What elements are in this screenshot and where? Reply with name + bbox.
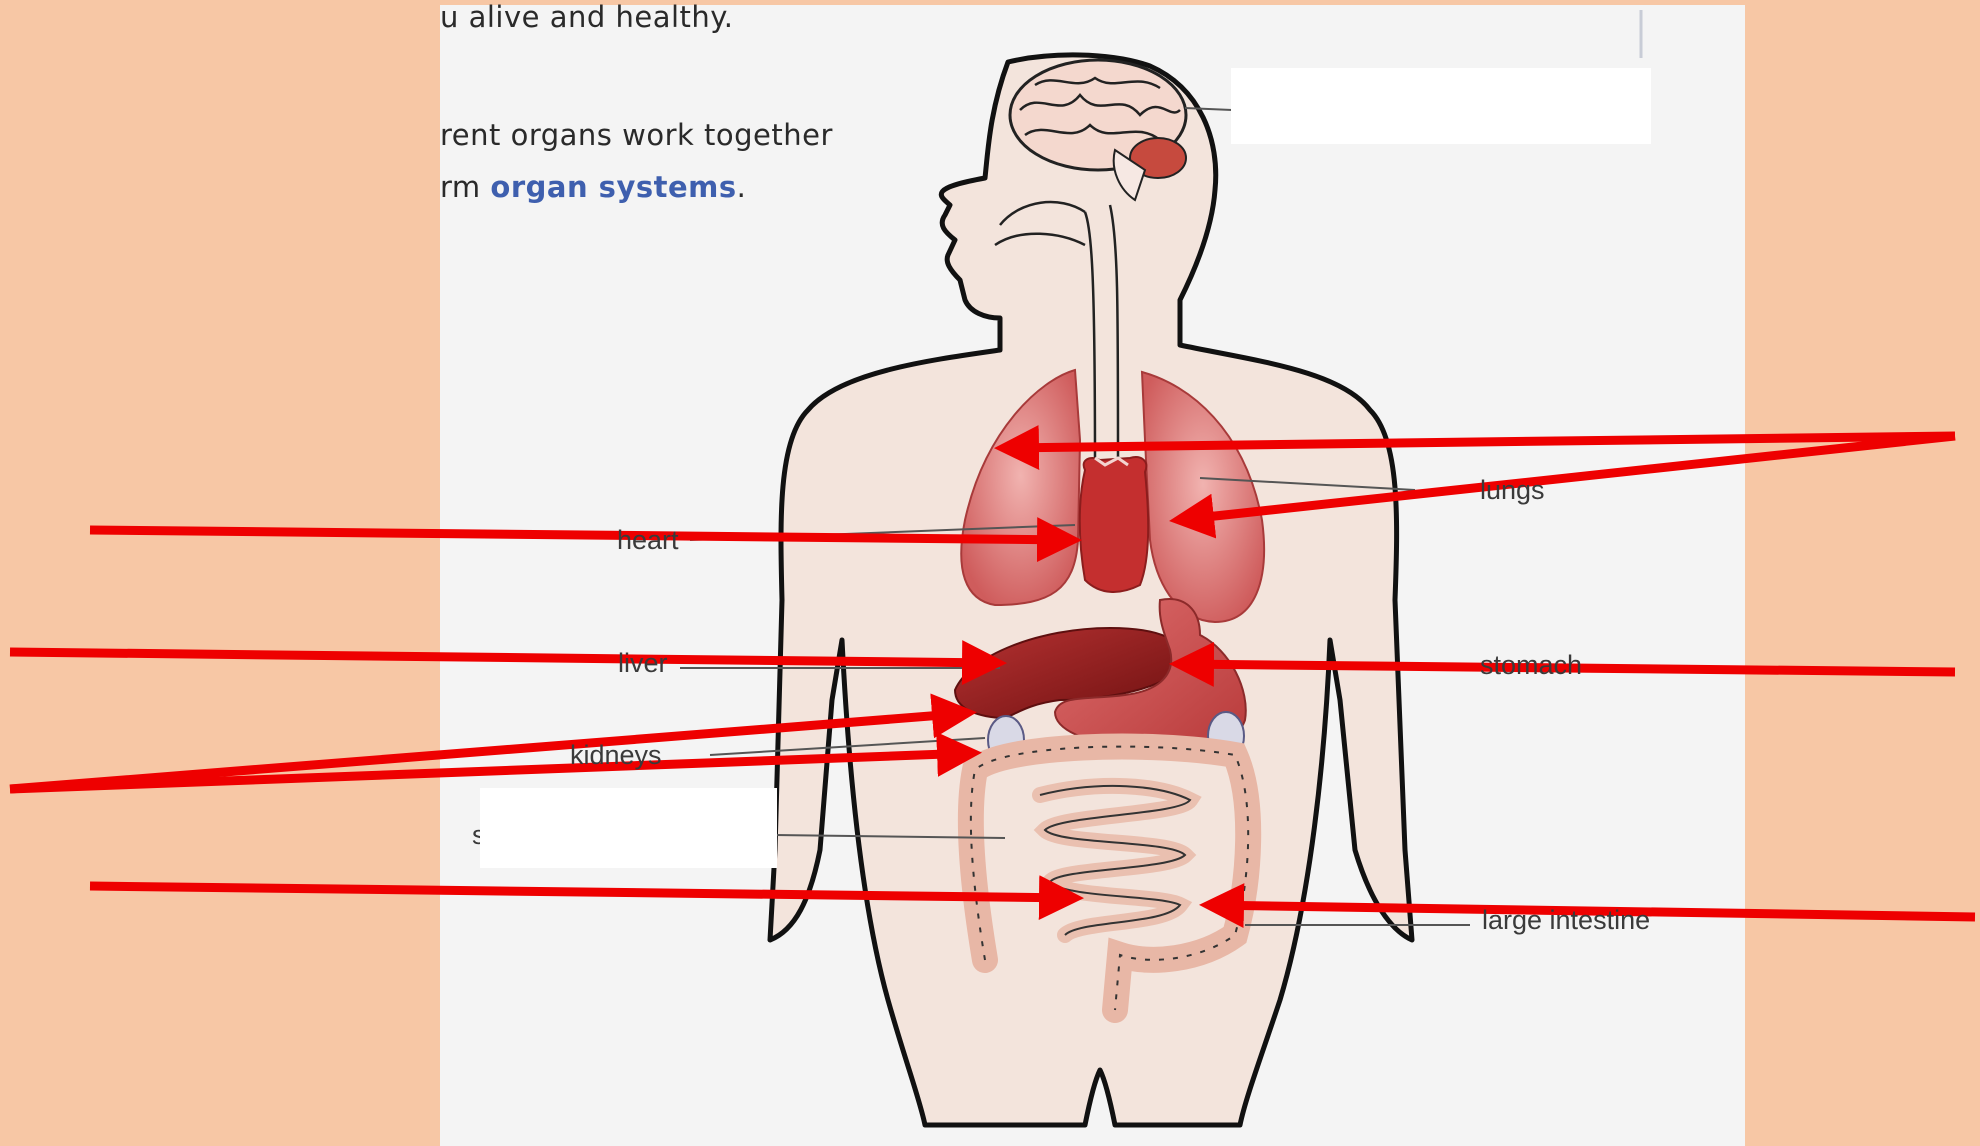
small-intestine-label-blank[interactable] xyxy=(480,788,777,868)
label-large-intestine: large intestine xyxy=(1482,905,1650,936)
intro-line-3-suffix: . xyxy=(737,170,747,204)
heart xyxy=(1080,457,1149,592)
intro-line-3-prefix: rm xyxy=(440,170,490,204)
intro-line-1: u alive and healthy. xyxy=(440,0,734,34)
brain-label-blank[interactable] xyxy=(1231,68,1651,144)
label-heart: heart xyxy=(617,525,679,556)
label-liver: liver xyxy=(618,648,668,679)
intro-line-3: rm organ systems. xyxy=(440,170,746,204)
intro-line-2: rent organs work together xyxy=(440,118,833,152)
organ-systems-highlight: organ systems xyxy=(490,170,736,204)
label-kidneys: kidneys xyxy=(570,740,662,771)
label-lungs: lungs xyxy=(1480,475,1545,506)
label-stomach: stomach xyxy=(1480,650,1582,681)
